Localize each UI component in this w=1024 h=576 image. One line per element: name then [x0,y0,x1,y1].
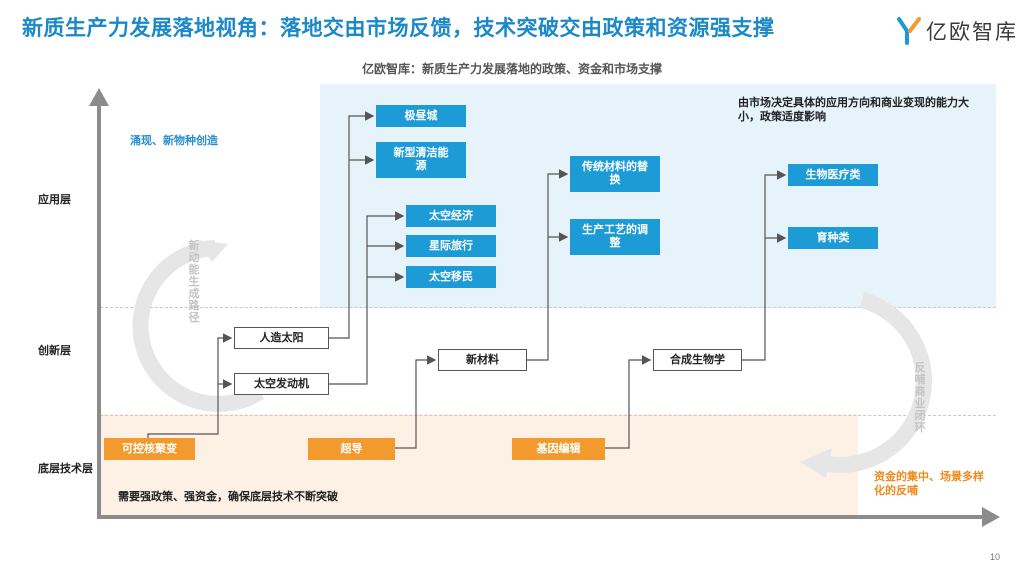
box-breeding: 育种类 [788,227,878,249]
box-superconduct: 超导 [308,438,395,460]
box-star-travel: 星际旅行 [406,235,496,257]
market-note: 由市场决定具体的应用方向和商业变现的能力大小，政策适度影响 [738,97,969,123]
box-process-adjust: 生产工艺的调整 [570,219,660,255]
horizontal-axis [97,515,985,519]
horizontal-axis-arrow-icon [982,507,1000,527]
box-space-economy: 太空经济 [406,205,496,227]
vertical-axis [97,104,101,518]
layer-label-innovation: 创新层 [38,345,71,357]
box-clean-energy: 新型清洁能源 [376,142,466,178]
box-fusion: 可控核聚变 [104,438,195,460]
layer-divider-upper [100,307,996,308]
box-traditional-material: 传统材料的替换 [570,156,660,192]
brand-logo: 亿欧智库 [896,16,1018,46]
box-space-engine: 太空发动机 [234,373,329,395]
box-biomedical: 生物医疗类 [788,164,878,186]
emerge-note: 涌现、新物种创造 [130,135,218,147]
logo-text: 亿欧智库 [926,20,1018,44]
box-polar-city: 极昼城 [376,105,466,127]
page-number: 10 [990,552,1001,562]
box-synthetic-bio: 合成生物学 [653,349,742,371]
box-artificial-sun: 人造太阳 [234,327,329,349]
vertical-axis-arrow-icon [89,88,109,106]
layer-label-base: 底层技术层 [38,463,93,475]
box-gene-edit: 基因编辑 [512,438,605,460]
box-new-material: 新材料 [438,349,527,371]
policy-note: 需要强政策、强资金，确保底层技术不断突破 [118,491,338,503]
right-arc-label: 反哺商业闭环 [914,362,926,434]
chart-subtitle: 亿欧智库：新质生产力发展落地的政策、资金和市场支撑 [361,62,662,76]
layer-label-application: 应用层 [38,194,71,206]
page-title: 新质生产力发展落地视角：落地交由市场反馈，技术突破交由政策和资源强支撑 [22,17,775,40]
box-space-migration: 太空移民 [406,266,496,288]
logo-mark-icon [897,17,921,45]
layer-divider-lower [100,415,996,416]
left-arc-label: 新动能生成路径 [188,240,200,324]
feedback-note: 资金的集中、场景多样化的反哺 [874,471,984,497]
